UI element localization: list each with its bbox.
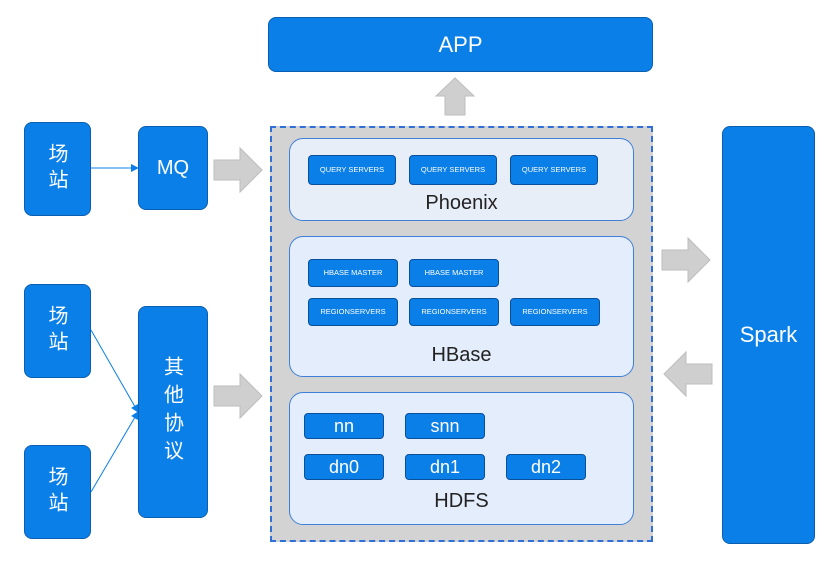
mq-box: MQ bbox=[138, 126, 208, 210]
mq-label: MQ bbox=[156, 156, 190, 179]
hdfs-node-dn0: dn0 bbox=[304, 454, 384, 480]
hdfs-node-nn: nn bbox=[304, 413, 384, 439]
spark-label: Spark bbox=[739, 322, 798, 347]
hbase-label: HBase bbox=[431, 344, 492, 366]
query-server: QUERY SERVERS bbox=[510, 155, 598, 185]
regionserver: REGIONSERVERS bbox=[409, 298, 499, 326]
app-label: APP bbox=[438, 31, 483, 57]
query-server: QUERY SERVERS bbox=[409, 155, 497, 185]
hdfs-label: HDFS bbox=[434, 490, 489, 512]
station-label: 场站 bbox=[45, 305, 69, 357]
protocol-to-stack-arrow bbox=[213, 372, 263, 420]
other-protocol-label: 其他协议 bbox=[160, 356, 185, 468]
hdfs-node-snn: snn bbox=[405, 413, 485, 439]
spark-box: Spark bbox=[722, 126, 815, 544]
mq-to-stack-arrow bbox=[213, 146, 263, 194]
station-box: 场站 bbox=[24, 284, 91, 378]
hdfs-layer: nn snn dn0 dn1 dn2 HDFS bbox=[289, 392, 634, 525]
regionserver: REGIONSERVERS bbox=[308, 298, 398, 326]
station3-to-protocol-line bbox=[90, 411, 139, 493]
hdfs-node-dn1: dn1 bbox=[405, 454, 485, 480]
station-label: 场站 bbox=[45, 466, 69, 518]
stack-to-app-arrow bbox=[434, 77, 476, 116]
station-box: 场站 bbox=[24, 122, 91, 216]
other-protocol-box: 其他协议 bbox=[138, 306, 208, 518]
station-box: 场站 bbox=[24, 445, 91, 539]
hdfs-node-dn2: dn2 bbox=[506, 454, 586, 480]
phoenix-layer: QUERY SERVERS QUERY SERVERS QUERY SERVER… bbox=[289, 138, 634, 221]
hbase-master: HBASE MASTER bbox=[308, 259, 398, 287]
station2-to-protocol-line bbox=[90, 329, 139, 413]
spark-to-stack-arrow bbox=[663, 350, 713, 398]
phoenix-label: Phoenix bbox=[425, 192, 498, 214]
app-box: APP bbox=[268, 17, 653, 72]
stack-to-spark-arrow bbox=[661, 236, 711, 284]
regionserver: REGIONSERVERS bbox=[510, 298, 600, 326]
hbase-layer: HBASE MASTER HBASE MASTER REGIONSERVERS … bbox=[289, 236, 634, 377]
hbase-master: HBASE MASTER bbox=[409, 259, 499, 287]
station-label: 场站 bbox=[45, 143, 69, 195]
query-server: QUERY SERVERS bbox=[308, 155, 396, 185]
